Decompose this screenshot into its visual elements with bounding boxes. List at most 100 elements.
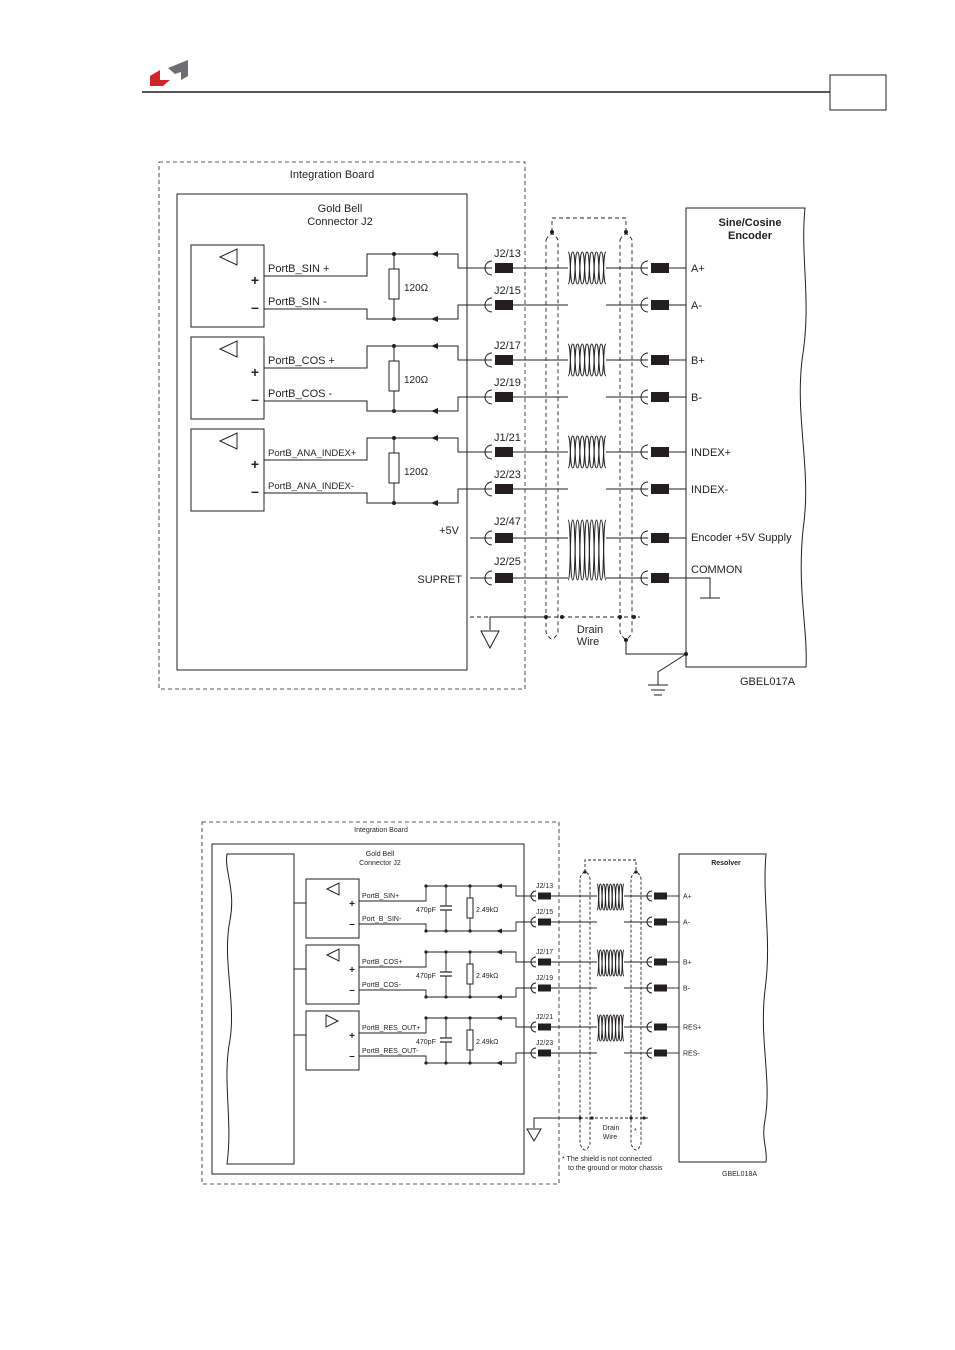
resolver-signal-label: A+ [683, 894, 692, 901]
encoder-label-line2: Encoder [728, 230, 773, 242]
amplifier-icon [218, 432, 238, 450]
twisted-pair [567, 343, 607, 377]
connector-pin: J2/21 [530, 1014, 553, 1033]
signal-label-pos: PortB_COS+ [362, 959, 403, 966]
channel-1: +–PortB_SIN +PortB_SIN -120ΩJ2/13A+J2/15… [190, 244, 705, 328]
signal-label-neg: PortB_SIN - [268, 296, 327, 308]
amplifier-icon [218, 248, 238, 266]
junction-dot [642, 1116, 646, 1120]
resistor-value: 120Ω [404, 467, 429, 478]
load-resistor [466, 963, 474, 985]
pin-label: J2/13 [494, 248, 521, 260]
signal-label-pos: PortB_COS + [268, 355, 335, 367]
minus-sign: – [251, 391, 259, 407]
resolver-pin: RES+ [646, 1021, 701, 1033]
resolver-signal-label: B- [683, 986, 691, 993]
resistor-value: 2.49kΩ [476, 1039, 498, 1046]
minus-sign: – [251, 483, 259, 499]
junction-dot [583, 870, 587, 874]
plus-sign: + [349, 1031, 355, 1042]
load-resistor [466, 897, 474, 919]
pin-label: J2/23 [494, 469, 521, 481]
channel-2: + – PortB_COS + PortB_COS - 120Ω J2/17B+ J2/19… [190, 336, 705, 420]
connector-pin: J2/15 [484, 285, 521, 313]
drain-wire-label-line2: Wire [577, 636, 600, 648]
controller-block [226, 853, 295, 1165]
encoder-signal-label: Encoder +5V Supply [691, 532, 792, 544]
plus-sign: + [251, 364, 259, 380]
amplifier-block [190, 336, 265, 420]
pin-label: J2/17 [494, 340, 521, 352]
twisted-pair [596, 949, 625, 977]
plus-sign: + [349, 899, 355, 910]
direction-arrow [496, 994, 502, 1000]
encoder-pin: B+ [640, 352, 705, 368]
resolver-diagram: Integration Board Gold Bell Connector J2… [201, 821, 769, 1185]
connector-j2-box-2 [211, 843, 525, 1175]
junction-dot [544, 615, 548, 619]
connector-label-2-line1: Gold Bell [366, 851, 395, 858]
signal-label-neg: PortB_RES_OUT- [362, 1048, 419, 1055]
encoder-signal-label: INDEX+ [691, 447, 731, 459]
direction-arrow [431, 435, 438, 441]
connector-pin: J2/23 [484, 469, 521, 497]
supply-label-5v: +5V [439, 525, 460, 537]
signal-label-neg: PortB_COS - [268, 388, 333, 400]
figure-code-2: GBEL018A [722, 1171, 757, 1178]
resistor-value: 120Ω [404, 375, 429, 386]
resistor-value: 2.49kΩ [476, 973, 498, 980]
resistor-value: 120Ω [404, 283, 429, 294]
direction-arrow [496, 949, 502, 955]
filter-capacitor [440, 971, 452, 977]
twisted-pair [596, 883, 625, 911]
pin-label: J1/21 [494, 432, 521, 444]
direction-arrow [496, 1060, 502, 1066]
direction-arrow [496, 883, 502, 889]
plus-sign: + [349, 965, 355, 976]
sine-cosine-encoder-diagram: Integration Board Gold Bell Connector J2… [158, 161, 807, 696]
encoder-signal-label: COMMON [691, 564, 742, 576]
resolver-signal-label: A- [683, 920, 691, 927]
direction-arrow [431, 500, 438, 506]
header [142, 60, 887, 111]
pin-label: J2/15 [494, 285, 521, 297]
minus-sign: – [349, 985, 355, 996]
integration-board-label-2: Integration Board [354, 827, 408, 834]
amplifier-block [190, 244, 265, 328]
resolver-signal-label: B+ [683, 960, 692, 967]
minus-sign: – [251, 299, 259, 315]
capacitor-value: 470pF [416, 1039, 436, 1046]
twisted-pair [567, 435, 607, 469]
resolver-pin: B+ [646, 956, 692, 968]
amplifier-icon [325, 882, 340, 896]
drain-wire-label-2-line2: Wire [603, 1134, 617, 1141]
pin-label: J2/13 [536, 883, 553, 890]
junction-dot [590, 1116, 594, 1120]
encoder-pin: INDEX- [640, 481, 729, 497]
signal-label-neg: Port_B_SIN- [362, 916, 402, 923]
filter-capacitor [440, 905, 452, 911]
amplifier-icon [325, 1014, 340, 1028]
supply-label-supret: SUPRET [417, 574, 462, 586]
resolver-pin: A+ [646, 890, 692, 902]
amplifier-icon [218, 340, 238, 358]
company-logo [150, 60, 188, 86]
junction-dot [634, 870, 638, 874]
load-resistor [466, 1029, 474, 1051]
resolver-pin: A- [646, 916, 691, 928]
twisted-pair [567, 251, 607, 285]
direction-arrow [496, 928, 502, 934]
amplifier-block [305, 878, 360, 939]
pin-label: J2/25 [494, 556, 521, 568]
pin-label: J2/47 [494, 516, 521, 528]
pin-label: J2/19 [494, 377, 521, 389]
filter-capacitor [440, 1037, 452, 1043]
junction-dot [578, 1116, 582, 1120]
pin-label: J2/23 [536, 1040, 553, 1047]
capacitor-value: 470pF [416, 907, 436, 914]
integration-board-outline [158, 161, 526, 690]
amplifier-block [305, 944, 360, 1005]
signal-label-pos: PortB_RES_OUT+ [362, 1025, 421, 1032]
